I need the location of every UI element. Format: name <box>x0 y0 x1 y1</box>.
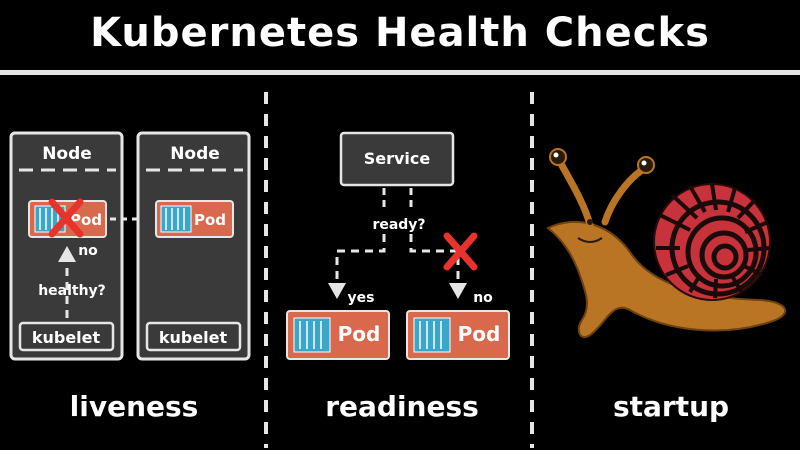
pod-label: Pod <box>458 322 501 346</box>
probe-label: healthy? <box>38 283 106 299</box>
service-label: Service <box>364 149 431 168</box>
pod-restarted: Pod <box>155 200 234 238</box>
node-before: Node Pod kubelet healthy <box>9 131 124 361</box>
node-label: Node <box>170 144 220 164</box>
pod-label: Pod <box>338 322 381 346</box>
kubelet-box <box>18 321 115 352</box>
section-heading-readiness: readiness <box>325 390 479 423</box>
cross-icon <box>443 232 478 271</box>
node-label: Node <box>42 144 92 164</box>
branch-yes <box>335 234 386 285</box>
branch-no-label: no <box>473 290 493 306</box>
title-underline <box>0 70 800 75</box>
kubelet-box <box>145 321 242 352</box>
node-after: Node Pod kubelet <box>136 131 251 361</box>
liveness-section: Node Pod kubelet healthy <box>9 131 251 423</box>
branch-yes-label: yes <box>348 290 375 306</box>
readiness-section: Service ready? yes no Pod <box>286 131 510 423</box>
cross-icon <box>48 198 84 238</box>
section-heading-liveness: liveness <box>70 390 199 423</box>
pod-label: Pod <box>70 211 102 229</box>
arrowhead-down <box>449 283 467 299</box>
startup-section: startup <box>546 148 787 423</box>
kubelet-label: kubelet <box>159 328 228 347</box>
pod-ready: Pod <box>286 310 390 360</box>
section-heading-startup: startup <box>613 390 729 423</box>
kubelet-label: kubelet <box>32 328 101 347</box>
pod-not-ready: Pod <box>406 310 510 360</box>
page-title: Kubernetes Health Checks <box>90 10 710 56</box>
arrowhead-down <box>328 283 346 299</box>
probe-label: ready? <box>372 217 425 233</box>
service-box <box>339 131 455 187</box>
snail-icon <box>546 148 787 339</box>
pod-label: Pod <box>194 211 226 229</box>
arrowhead-up <box>58 246 76 262</box>
result-label: no <box>78 243 98 259</box>
